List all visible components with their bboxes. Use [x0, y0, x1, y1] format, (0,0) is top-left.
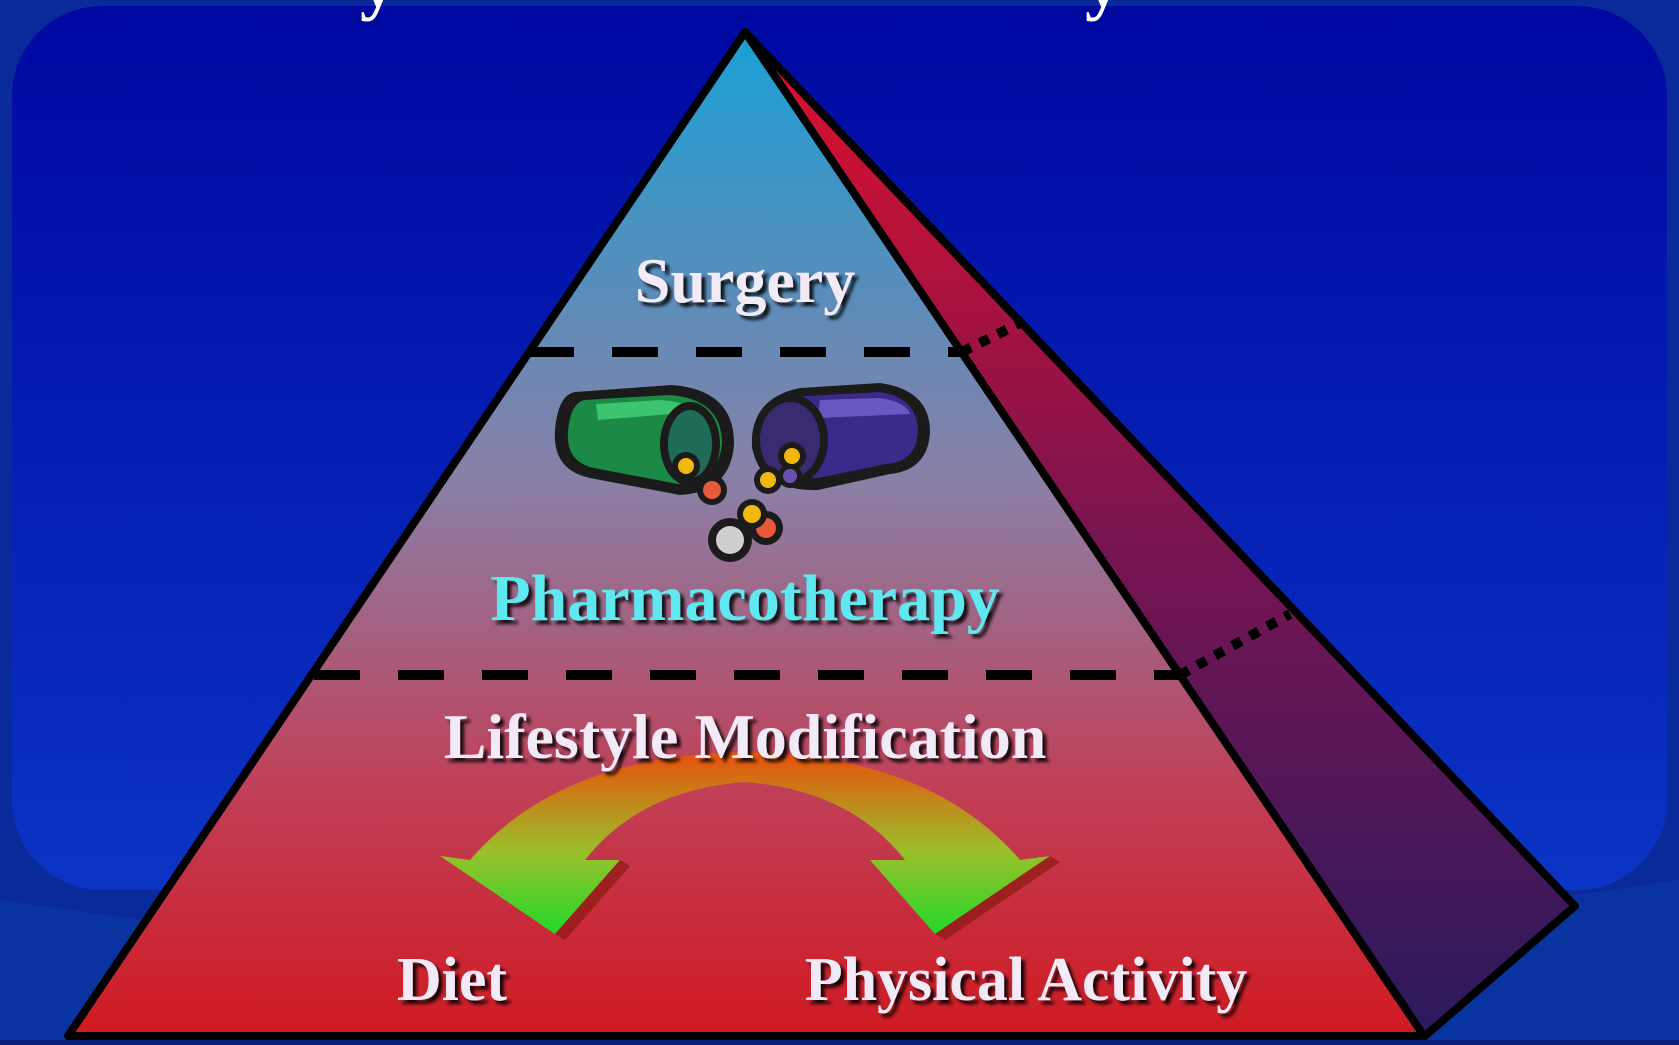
title-fragment-right: y — [1085, 0, 1121, 22]
tier-label-lifestyle-modification: Lifestyle Modification — [444, 701, 1047, 772]
branch-label-diet: Diet — [397, 946, 508, 1014]
tier-label-surgery: Surgery — [635, 245, 855, 316]
title-fragment-left: y — [360, 0, 396, 22]
tier-label-pharmacotherapy: Pharmacotherapy — [490, 562, 1000, 635]
branch-label-physical-activity: Physical Activity — [805, 946, 1248, 1014]
